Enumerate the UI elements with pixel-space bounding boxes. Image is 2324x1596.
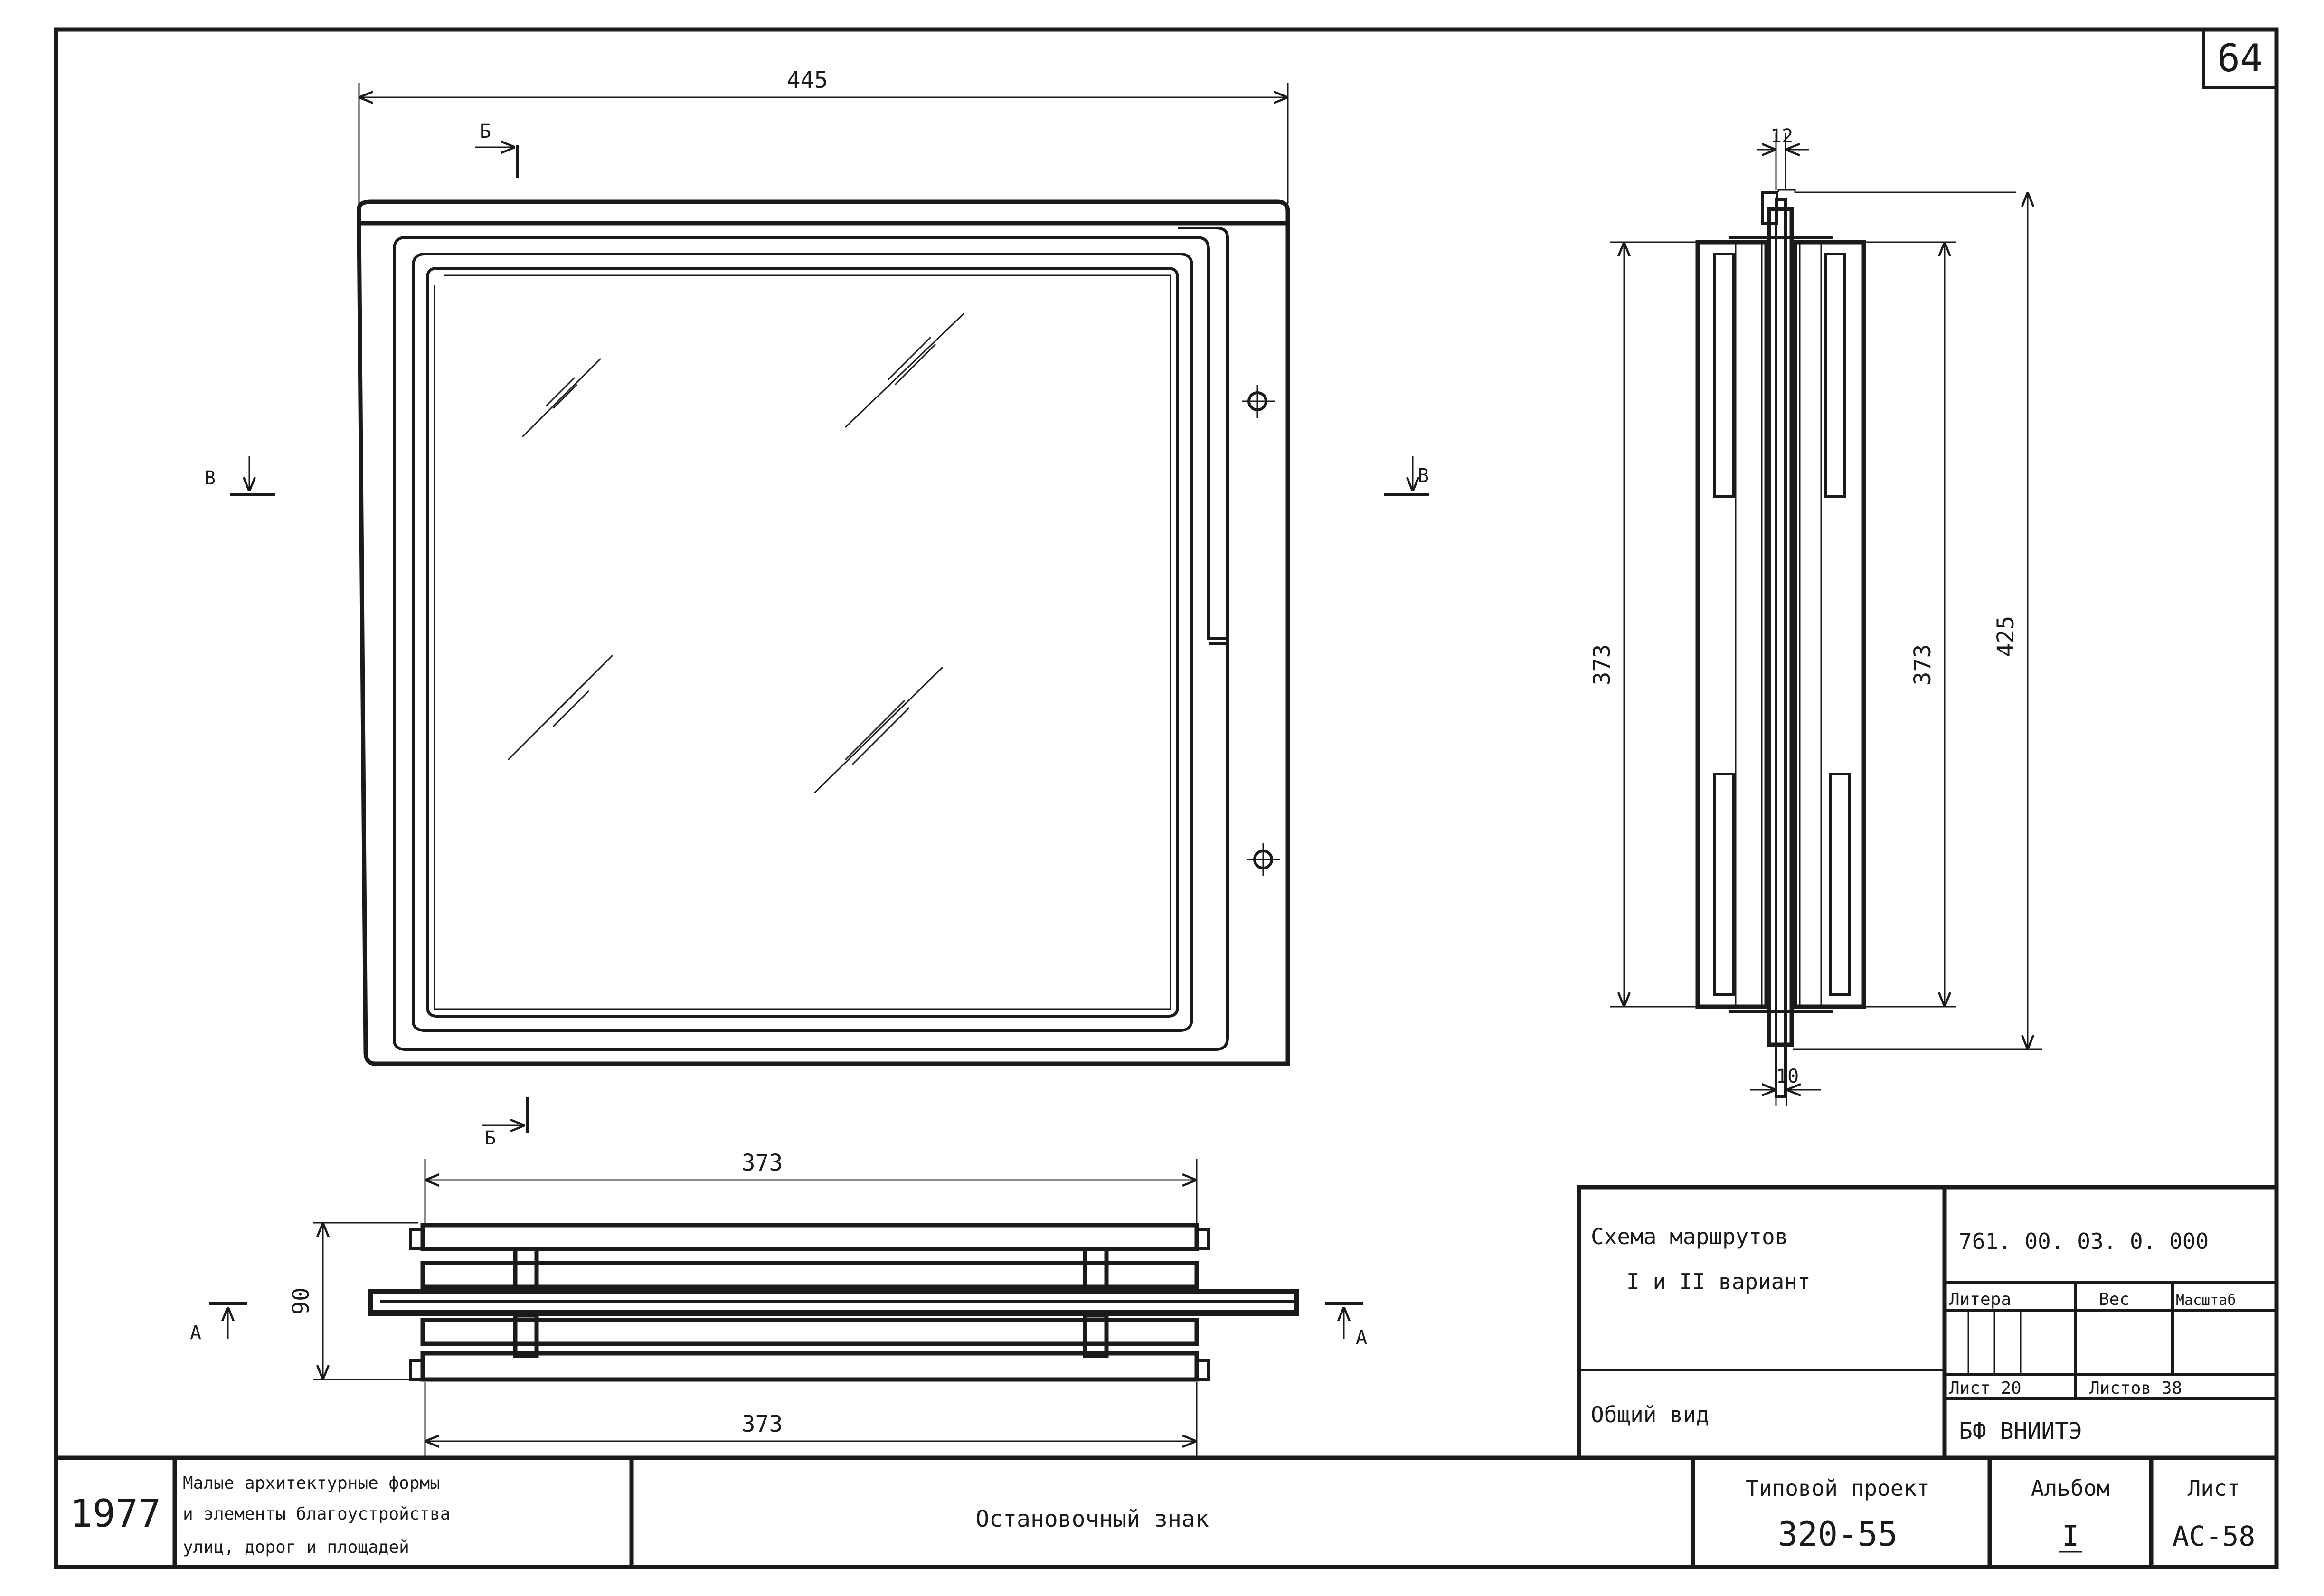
- col-scale: Масштаб: [2176, 1292, 2236, 1309]
- plan-width-top-dimension: 373: [742, 1150, 783, 1176]
- side-height-left-dimension: 373: [1589, 644, 1615, 686]
- section-mark-v-right: В: [1384, 456, 1429, 496]
- project-number: 320-55: [1778, 1515, 1898, 1554]
- series-line3: улиц, дорог и площадей: [183, 1538, 409, 1557]
- side-top-thickness-dimension: 12: [1770, 125, 1793, 147]
- sheet-frame: [54, 27, 2279, 1569]
- organization: БФ ВНИИТЭ: [1959, 1418, 2082, 1445]
- section-mark-v-left: В: [204, 456, 275, 496]
- front-view: 445: [204, 67, 1429, 1149]
- svg-text:А: А: [1356, 1327, 1367, 1349]
- mounting-hole-top: [1242, 385, 1275, 418]
- series-line1: Малые архитектурные формы: [183, 1473, 440, 1493]
- album-label: Альбом: [2031, 1475, 2110, 1501]
- side-view: 373 373 425 12 10: [1589, 125, 2042, 1106]
- title-block: Схема маршрутов I и II вариант Общий вид…: [56, 1185, 2277, 1567]
- svg-text:В: В: [204, 467, 216, 489]
- section-mark-a-right: А: [1325, 1302, 1367, 1349]
- plan-view: 373 90 373 А: [190, 1150, 1367, 1458]
- list-label: Лист: [2188, 1475, 2240, 1501]
- scheme-title-line2: I и II вариант: [1626, 1269, 1811, 1294]
- svg-text:В: В: [1417, 465, 1429, 487]
- project-label: Типовой проект: [1746, 1475, 1930, 1501]
- document-code: 761. 00. 03. 0. 000: [1959, 1228, 2209, 1254]
- scheme-title-line1: Схема маршрутов: [1591, 1224, 1788, 1249]
- col-weight: Вес: [2099, 1290, 2130, 1309]
- section-mark-b-top: Б: [475, 121, 519, 178]
- section-mark-a-left: А: [190, 1302, 247, 1344]
- svg-text:Б: Б: [480, 121, 491, 142]
- sheet-label: Лист 20: [1949, 1379, 2022, 1398]
- plan-width-bottom-dimension: 373: [742, 1411, 783, 1437]
- side-height-total-dimension: 425: [1993, 616, 2019, 657]
- plan-depth-dimension: 90: [288, 1287, 314, 1315]
- sheet-number: 64: [2217, 36, 2263, 80]
- series-line2: и элементы благоустройства: [183, 1504, 451, 1524]
- col-litera: Литера: [1949, 1290, 2011, 1309]
- list-number: АС-58: [2173, 1520, 2256, 1552]
- year: 1977: [70, 1492, 161, 1536]
- glass-glare-marks: [507, 312, 965, 794]
- album-number: I: [2062, 1520, 2079, 1553]
- mounting-hole-bottom: [1247, 843, 1280, 876]
- front-width-dimension: 445: [787, 67, 828, 94]
- side-height-inner-dimension: 373: [1909, 644, 1936, 686]
- view-name: Общий вид: [1591, 1402, 1709, 1427]
- svg-text:Б: Б: [484, 1127, 496, 1149]
- section-mark-b-bottom: Б: [482, 1097, 529, 1149]
- svg-text:А: А: [190, 1322, 201, 1344]
- sheet-number-box: 64: [2202, 29, 2277, 89]
- object-name: Остановочный знак: [975, 1506, 1209, 1532]
- sheets-label: Листов 38: [2089, 1379, 2182, 1398]
- side-bottom-thickness-dimension: 10: [1776, 1066, 1799, 1087]
